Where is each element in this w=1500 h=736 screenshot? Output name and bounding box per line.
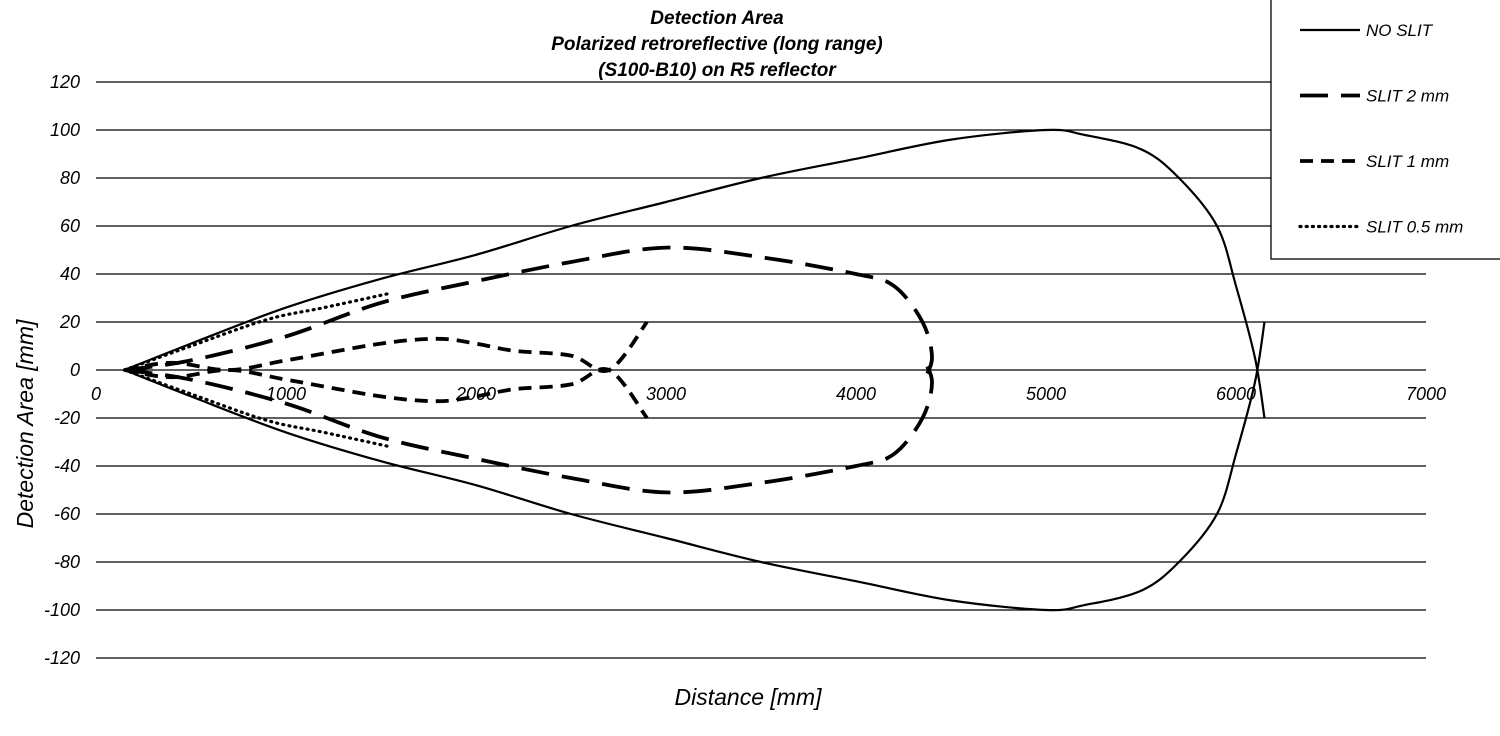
x-tick-label: 5000 <box>1026 384 1066 404</box>
legend: NO SLIT SLIT 2 mm SLIT 1 mm SLIT 0.5 mm <box>1270 0 1500 260</box>
chart-subtitle-line-1: Polarized retroreflective (long range) <box>551 34 883 55</box>
legend-label-0: NO SLIT <box>1366 21 1434 40</box>
y-tick-label: -100 <box>44 600 80 620</box>
y-tick-label: 60 <box>60 216 80 236</box>
series-3-lower-curve <box>122 368 393 449</box>
data-series <box>122 128 1266 612</box>
x-tick-label: 1000 <box>266 384 306 404</box>
x-tick-label: 4000 <box>836 384 876 404</box>
y-tick-label: -60 <box>54 504 80 524</box>
y-tick-label: -80 <box>54 552 80 572</box>
y-tick-label: -120 <box>44 648 80 668</box>
y-tick-label: 40 <box>60 264 80 284</box>
legend-label-1: SLIT 2 mm <box>1366 87 1449 106</box>
series-3-upper-curve <box>122 291 393 372</box>
legend-box <box>1270 0 1500 260</box>
legend-label-2: SLIT 1 mm <box>1366 152 1449 171</box>
y-tick-label: -40 <box>54 456 80 476</box>
grid-lines <box>96 81 1426 659</box>
chart-title: Detection Area <box>650 8 784 29</box>
series-0-upper-curve <box>124 128 1266 419</box>
chart-subtitle-line-2: (S100-B10) on R5 reflector <box>598 60 837 81</box>
series-2-lower-curve <box>124 366 649 420</box>
y-tick-label: -20 <box>54 408 80 428</box>
legend-label-3: SLIT 0.5 mm <box>1366 218 1463 237</box>
y-tick-label: 80 <box>60 168 80 188</box>
y-tick-label: 20 <box>59 312 80 332</box>
x-axis-title: Distance [mm] <box>675 684 823 710</box>
y-tick-label: 100 <box>50 120 80 140</box>
x-tick-label: 3000 <box>646 384 686 404</box>
y-tick-label: 0 <box>70 360 80 380</box>
series-0-lower-curve <box>124 321 1266 612</box>
y-tick-labels: 120 100 80 60 40 20 0 -20 -40 -60 -80 -100 -120 <box>44 72 80 668</box>
x-tick-label: 6000 <box>1216 384 1256 404</box>
series-1-upper-curve <box>124 245 934 383</box>
y-axis-title: Detection Area [mm] <box>12 319 38 528</box>
series-2-upper-curve <box>124 320 649 374</box>
chart-title-group: Detection Area Polarized retroreflective… <box>551 8 883 81</box>
y-tick-label: 120 <box>50 72 80 92</box>
x-tick-label: 0 <box>91 384 101 404</box>
x-tick-label: 7000 <box>1406 384 1446 404</box>
series-1-lower-curve <box>124 357 934 495</box>
